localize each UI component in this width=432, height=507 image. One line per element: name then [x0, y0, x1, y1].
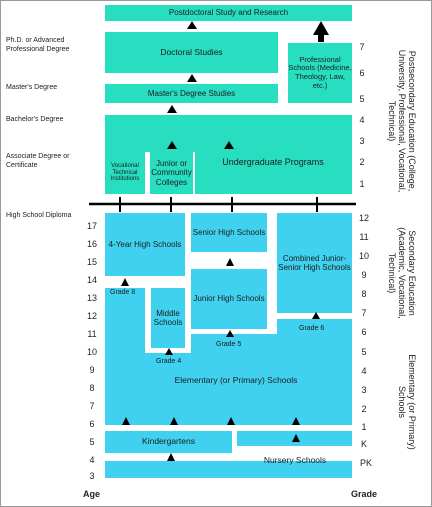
arrow-icon [292, 417, 300, 425]
arrow-icon [167, 453, 175, 461]
arrow-icon [122, 417, 130, 425]
grade-tick: 5 [361, 347, 367, 357]
arrow-icon [313, 21, 329, 35]
four-year-high-schools-box: 4-Year High Schools [105, 213, 185, 276]
age-tick: 9 [89, 365, 95, 375]
middle-schools-box: Middle Schools [151, 288, 185, 348]
professional-schools-box: Professional Schools (Medicine, Theology… [288, 43, 352, 103]
arrow-icon [224, 141, 234, 149]
age-tick: 4 [89, 455, 95, 465]
age-tick: 14 [86, 275, 97, 285]
year-tick: 1 [359, 179, 365, 189]
year-tick: 3 [359, 136, 365, 146]
arrow-stem [318, 34, 324, 42]
grade-tick: 12 [358, 213, 369, 223]
senior-high-schools-box: Senior High Schools [191, 213, 267, 252]
label-masters: Master's Degree [6, 84, 58, 91]
year-tick: 2 [359, 157, 365, 167]
postdoctoral-box: Postdoctoral Study and Research [105, 5, 352, 21]
kindergartens-box: Kindergartens [105, 431, 232, 453]
grade-tick: 10 [358, 251, 369, 261]
arrow-icon [187, 74, 197, 82]
elementary-region-main [105, 353, 352, 425]
age-tick: 3 [89, 471, 95, 481]
label-associate: Associate Degree or Certificate [6, 153, 70, 169]
grade-axis-label: Grade [351, 489, 378, 499]
grade-tick: 4 [361, 366, 367, 376]
combined-junior-senior-hs-box: Combined Junior-Senior High Schools [277, 213, 352, 313]
age-tick: 15 [86, 257, 97, 267]
grade-tick: 7 [361, 308, 367, 318]
junior-high-schools-box: Junior High Schools [191, 269, 267, 329]
nursery-region-bottom [105, 461, 352, 478]
undergraduate-region-bottom [195, 152, 352, 194]
age-tick: 8 [89, 383, 95, 393]
year-tick: 6 [359, 68, 365, 78]
age-tick: 16 [86, 239, 97, 249]
age-axis-label: Age [83, 489, 101, 499]
age-tick: 7 [89, 401, 95, 411]
arrow-icon [292, 434, 300, 442]
masters-studies-box: Master's Degree Studies [105, 84, 278, 103]
label-bachelors: Bachelor's Degree [6, 116, 64, 123]
grade-tick: K [360, 439, 367, 449]
arrow-icon [227, 417, 235, 425]
arrow-icon [121, 278, 129, 286]
age-tick: 17 [86, 221, 97, 231]
age-tick: 12 [86, 311, 97, 321]
age-tick: 10 [86, 347, 97, 357]
grade-tick: 9 [361, 270, 367, 280]
grade-tick: 11 [359, 232, 369, 242]
grade-tick: 6 [361, 327, 367, 337]
grade-tick: 3 [361, 385, 367, 395]
grade-tick: 1 [361, 422, 367, 432]
elementary-region-upper [277, 319, 352, 334]
arrow-icon [187, 21, 197, 29]
year-tick: 5 [359, 94, 365, 104]
elementary-region-mid [191, 334, 352, 353]
grade-4-note: Grade 4 [156, 358, 182, 365]
arrow-icon [226, 330, 234, 337]
grade-tick: PK [359, 458, 372, 468]
grade-6-note: Grade 6 [299, 325, 325, 332]
nursery-schools-box: Nursery Schools [263, 455, 327, 466]
label-phd: Ph.D. or Advanced Professional Degree [6, 37, 70, 53]
age-tick: 11 [87, 329, 97, 339]
age-tick: 6 [89, 419, 95, 429]
year-tick: 4 [359, 115, 365, 125]
elementary-schools-box: Elementary (or Primary) Schools [174, 375, 298, 386]
arrow-icon [312, 312, 320, 319]
arrow-icon [170, 417, 178, 425]
label-hs-diploma: High School Diploma [6, 212, 72, 219]
junior-community-colleges-box: Junior or Community Colleges [150, 152, 193, 194]
undergraduate-box: Undergraduate Programs [222, 156, 324, 167]
age-tick: 13 [86, 293, 97, 303]
arrow-icon [165, 348, 173, 355]
vocational-technical-box: Vocational Technical Institutions [105, 152, 145, 194]
grade-5-note: Grade 5 [216, 341, 242, 348]
doctoral-box: Doctoral Studies [105, 32, 278, 73]
age-tick: 5 [89, 437, 95, 447]
grade-tick: 2 [361, 404, 367, 414]
arrow-icon [226, 258, 234, 266]
grade-8-note: Grade 8 [110, 289, 136, 296]
arrow-icon [167, 141, 177, 149]
year-tick: 7 [359, 42, 365, 52]
arrow-icon [167, 105, 177, 113]
grade-tick: 8 [361, 289, 367, 299]
